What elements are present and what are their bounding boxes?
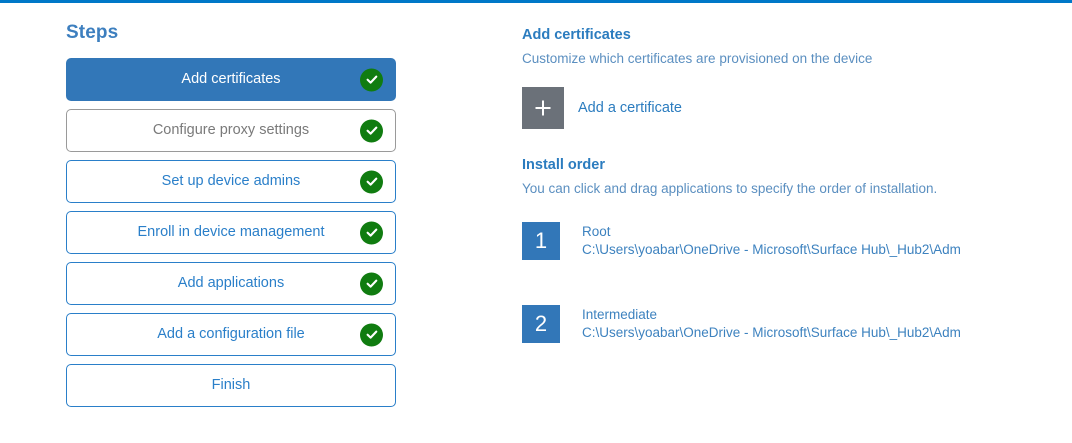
order-item-name: Root: [582, 223, 611, 239]
wizard-page: Steps Add certificates Configure proxy s…: [0, 3, 1072, 443]
step-label: Set up device admins: [161, 173, 301, 190]
add-certificates-subtitle: Customize which certificates are provisi…: [522, 51, 873, 67]
install-order-item[interactable]: 1 Root C:\Users\yoabar\OneDrive - Micros…: [522, 221, 961, 260]
add-certificates-section: Add certificates Customize which certifi…: [522, 27, 1042, 129]
step-label: Add certificates: [181, 71, 281, 88]
plus-icon: [522, 86, 564, 129]
install-order-title: Install order: [522, 156, 605, 173]
install-order-list: 1 Root C:\Users\yoabar\OneDrive - Micros…: [522, 221, 1042, 343]
install-order-item[interactable]: 2 Intermediate C:\Users\yoabar\OneDrive …: [522, 304, 961, 343]
step-button-set-up-device-admins[interactable]: Set up device admins: [66, 160, 396, 203]
step-label: Configure proxy settings: [152, 122, 310, 139]
step-button-add-applications[interactable]: Add applications: [66, 262, 396, 305]
check-circle-icon: [360, 323, 383, 346]
step-button-enroll-in-device-management[interactable]: Enroll in device management: [66, 211, 396, 254]
check-circle-icon: [360, 221, 383, 244]
step-button-add-a-configuration-file[interactable]: Add a configuration file: [66, 313, 396, 356]
step-label: Enroll in device management: [137, 224, 325, 241]
step-label: Finish: [211, 377, 251, 394]
check-circle-icon: [360, 119, 383, 142]
detail-pane: Add certificates Customize which certifi…: [522, 27, 1042, 343]
order-item-text: Root C:\Users\yoabar\OneDrive - Microsof…: [582, 222, 961, 259]
order-item-path: C:\Users\yoabar\OneDrive - Microsoft\Sur…: [582, 242, 961, 258]
check-circle-icon: [360, 68, 383, 91]
step-label: Add applications: [177, 275, 285, 292]
steps-heading: Steps: [66, 22, 119, 43]
order-item-name: Intermediate: [582, 306, 658, 322]
add-a-certificate-label: Add a certificate: [578, 99, 682, 116]
step-button-finish[interactable]: Finish: [66, 364, 396, 407]
add-a-certificate-button[interactable]: Add a certificate: [522, 86, 682, 129]
step-list: Add certificates Configure proxy setting…: [66, 58, 396, 407]
order-number-badge: 1: [522, 221, 560, 260]
order-number-badge: 2: [522, 304, 560, 343]
check-circle-icon: [360, 272, 383, 295]
step-label: Add a configuration file: [157, 326, 305, 343]
install-order-subtitle: You can click and drag applications to s…: [522, 181, 938, 197]
top-accent-bar: [0, 0, 1072, 3]
order-item-path: C:\Users\yoabar\OneDrive - Microsoft\Sur…: [582, 325, 961, 341]
add-certificates-title: Add certificates: [522, 27, 631, 43]
check-circle-icon: [360, 170, 383, 193]
step-button-add-certificates[interactable]: Add certificates: [66, 58, 396, 101]
steps-pane: Steps Add certificates Configure proxy s…: [66, 22, 396, 407]
install-order-section: Install order You can click and drag app…: [522, 157, 1042, 343]
step-button-configure-proxy-settings[interactable]: Configure proxy settings: [66, 109, 396, 152]
order-item-text: Intermediate C:\Users\yoabar\OneDrive - …: [582, 305, 961, 342]
